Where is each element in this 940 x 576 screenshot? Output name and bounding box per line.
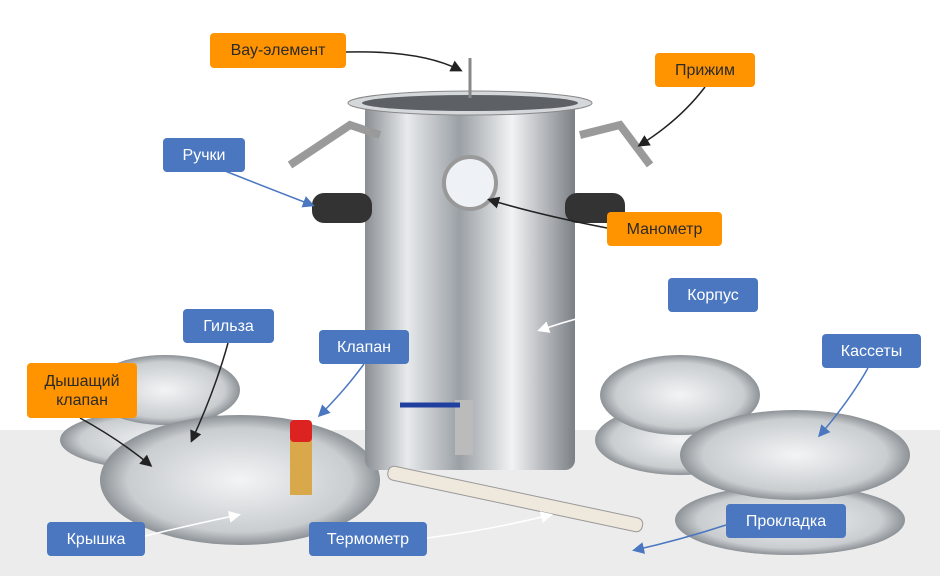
label-body: Корпус: [668, 278, 758, 312]
thermometer: [387, 465, 644, 533]
label-gauge: Манометр: [607, 212, 722, 246]
handle-left: [312, 193, 372, 223]
label-thermometer: Термометр: [309, 522, 427, 556]
label-wow-element: Вау-элемент: [210, 33, 346, 68]
pot-body: [365, 100, 575, 470]
label-breathing-valve: Дышащий клапан: [27, 363, 137, 418]
label-valve: Клапан: [319, 330, 409, 364]
safety-valve: [290, 430, 312, 495]
label-sleeve: Гильза: [183, 309, 274, 343]
label-lid: Крышка: [47, 522, 145, 556]
label-gasket: Прокладка: [726, 504, 846, 538]
pressure-gauge: [442, 155, 498, 211]
label-cassettes: Кассеты: [822, 334, 921, 368]
label-handles: Ручки: [163, 138, 245, 172]
cassette-right: [600, 355, 760, 435]
label-clamp: Прижим: [655, 53, 755, 87]
